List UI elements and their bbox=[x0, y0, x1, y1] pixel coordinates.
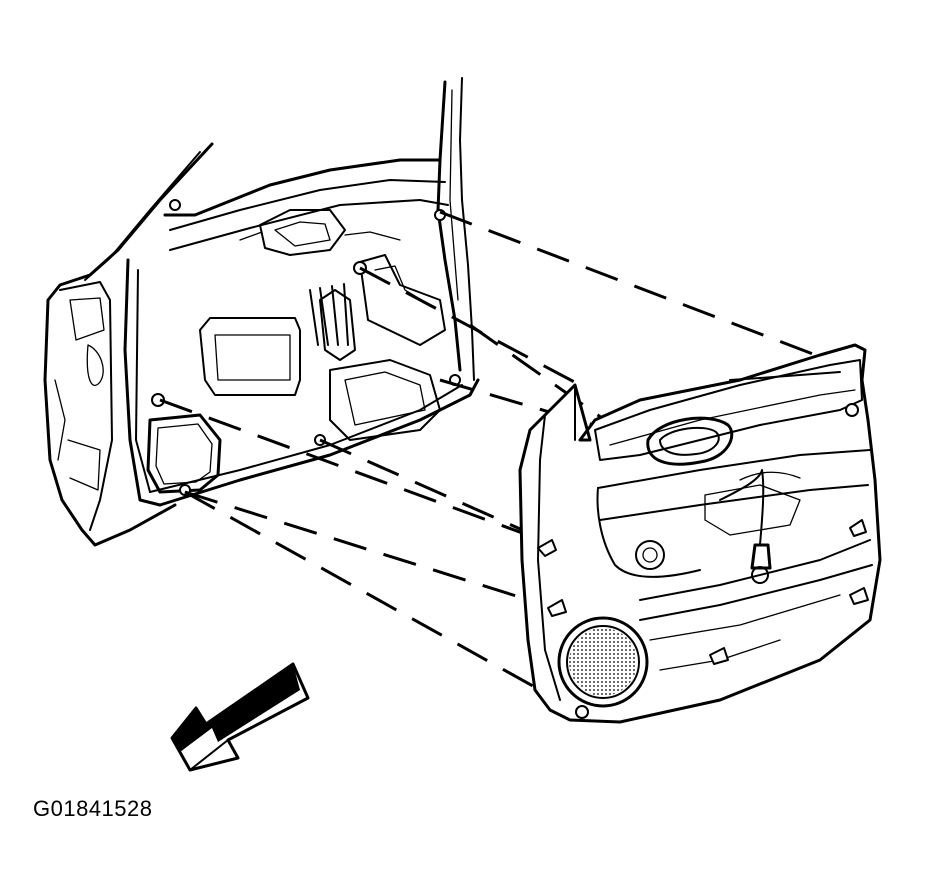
retaining-clips bbox=[537, 403, 869, 719]
door-trim-panel bbox=[518, 343, 882, 724]
speaker-grille bbox=[557, 616, 649, 708]
door-inner-frame bbox=[43, 77, 480, 547]
figure-id-label: G01841528 bbox=[33, 796, 153, 821]
forward-arrow-icon bbox=[170, 662, 310, 772]
